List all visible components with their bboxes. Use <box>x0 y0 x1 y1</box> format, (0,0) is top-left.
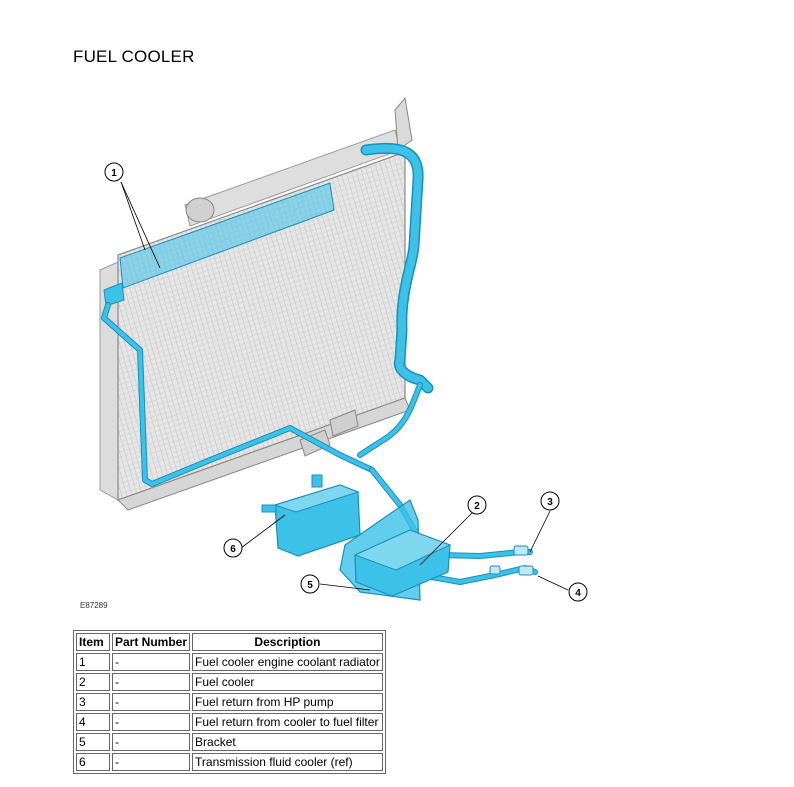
fuel-cooler <box>353 529 452 597</box>
header-description: Description <box>192 633 383 651</box>
cell-description: Fuel return from cooler to fuel filter <box>192 713 383 731</box>
table-row: 1 - Fuel cooler engine coolant radiator <box>76 653 383 671</box>
cell-description: Transmission fluid cooler (ref) <box>192 753 383 771</box>
leader-lines <box>120 181 569 591</box>
fuel-cooler-radiator-highlight <box>119 182 335 289</box>
cell-part-number: - <box>112 713 191 731</box>
cell-item: 3 <box>76 693 110 711</box>
callout-3: 3 <box>540 491 560 511</box>
figure-id: E87289 <box>80 601 108 610</box>
cell-item: 2 <box>76 673 110 691</box>
callout-number: 6 <box>230 544 236 555</box>
table-row: 3 - Fuel return from HP pump <box>76 693 383 711</box>
header-part-number: Part Number <box>112 633 191 651</box>
cell-description: Fuel cooler engine coolant radiator <box>192 653 383 671</box>
callout-number: 5 <box>307 580 313 591</box>
cell-item: 5 <box>76 733 110 751</box>
table-header-row: Item Part Number Description <box>76 633 383 651</box>
callout-number: 3 <box>547 497 553 508</box>
cell-part-number: - <box>112 733 191 751</box>
cell-item: 4 <box>76 713 110 731</box>
cell-description: Bracket <box>192 733 383 751</box>
cell-description: Fuel cooler <box>192 673 383 691</box>
callout-2: 2 <box>467 495 487 515</box>
cell-part-number: - <box>112 653 191 671</box>
table-row: 6 - Transmission fluid cooler (ref) <box>76 753 383 771</box>
cell-part-number: - <box>112 693 191 711</box>
cell-item: 6 <box>76 753 110 771</box>
page-title: FUEL COOLER <box>73 47 195 66</box>
callout-6: 6 <box>223 538 243 558</box>
callout-1: 1 <box>104 162 124 182</box>
callout-number: 1 <box>111 168 117 179</box>
transmission-fluid-cooler <box>261 474 361 557</box>
cell-part-number: - <box>112 673 191 691</box>
callout-number: 2 <box>474 501 480 512</box>
parts-table: Item Part Number Description 1 - Fuel co… <box>73 630 386 774</box>
callout-5: 5 <box>300 574 320 594</box>
table-row: 4 - Fuel return from cooler to fuel filt… <box>76 713 383 731</box>
table-row: 5 - Bracket <box>76 733 383 751</box>
header-item: Item <box>76 633 110 651</box>
cell-part-number: - <box>112 753 191 771</box>
callout-number: 4 <box>575 588 581 599</box>
pipe-connectors <box>489 545 534 576</box>
cell-item: 1 <box>76 653 110 671</box>
fuel-pipes <box>101 142 538 585</box>
callout-4: 4 <box>568 582 588 602</box>
cell-description: Fuel return from HP pump <box>192 693 383 711</box>
table-row: 2 - Fuel cooler <box>76 673 383 691</box>
